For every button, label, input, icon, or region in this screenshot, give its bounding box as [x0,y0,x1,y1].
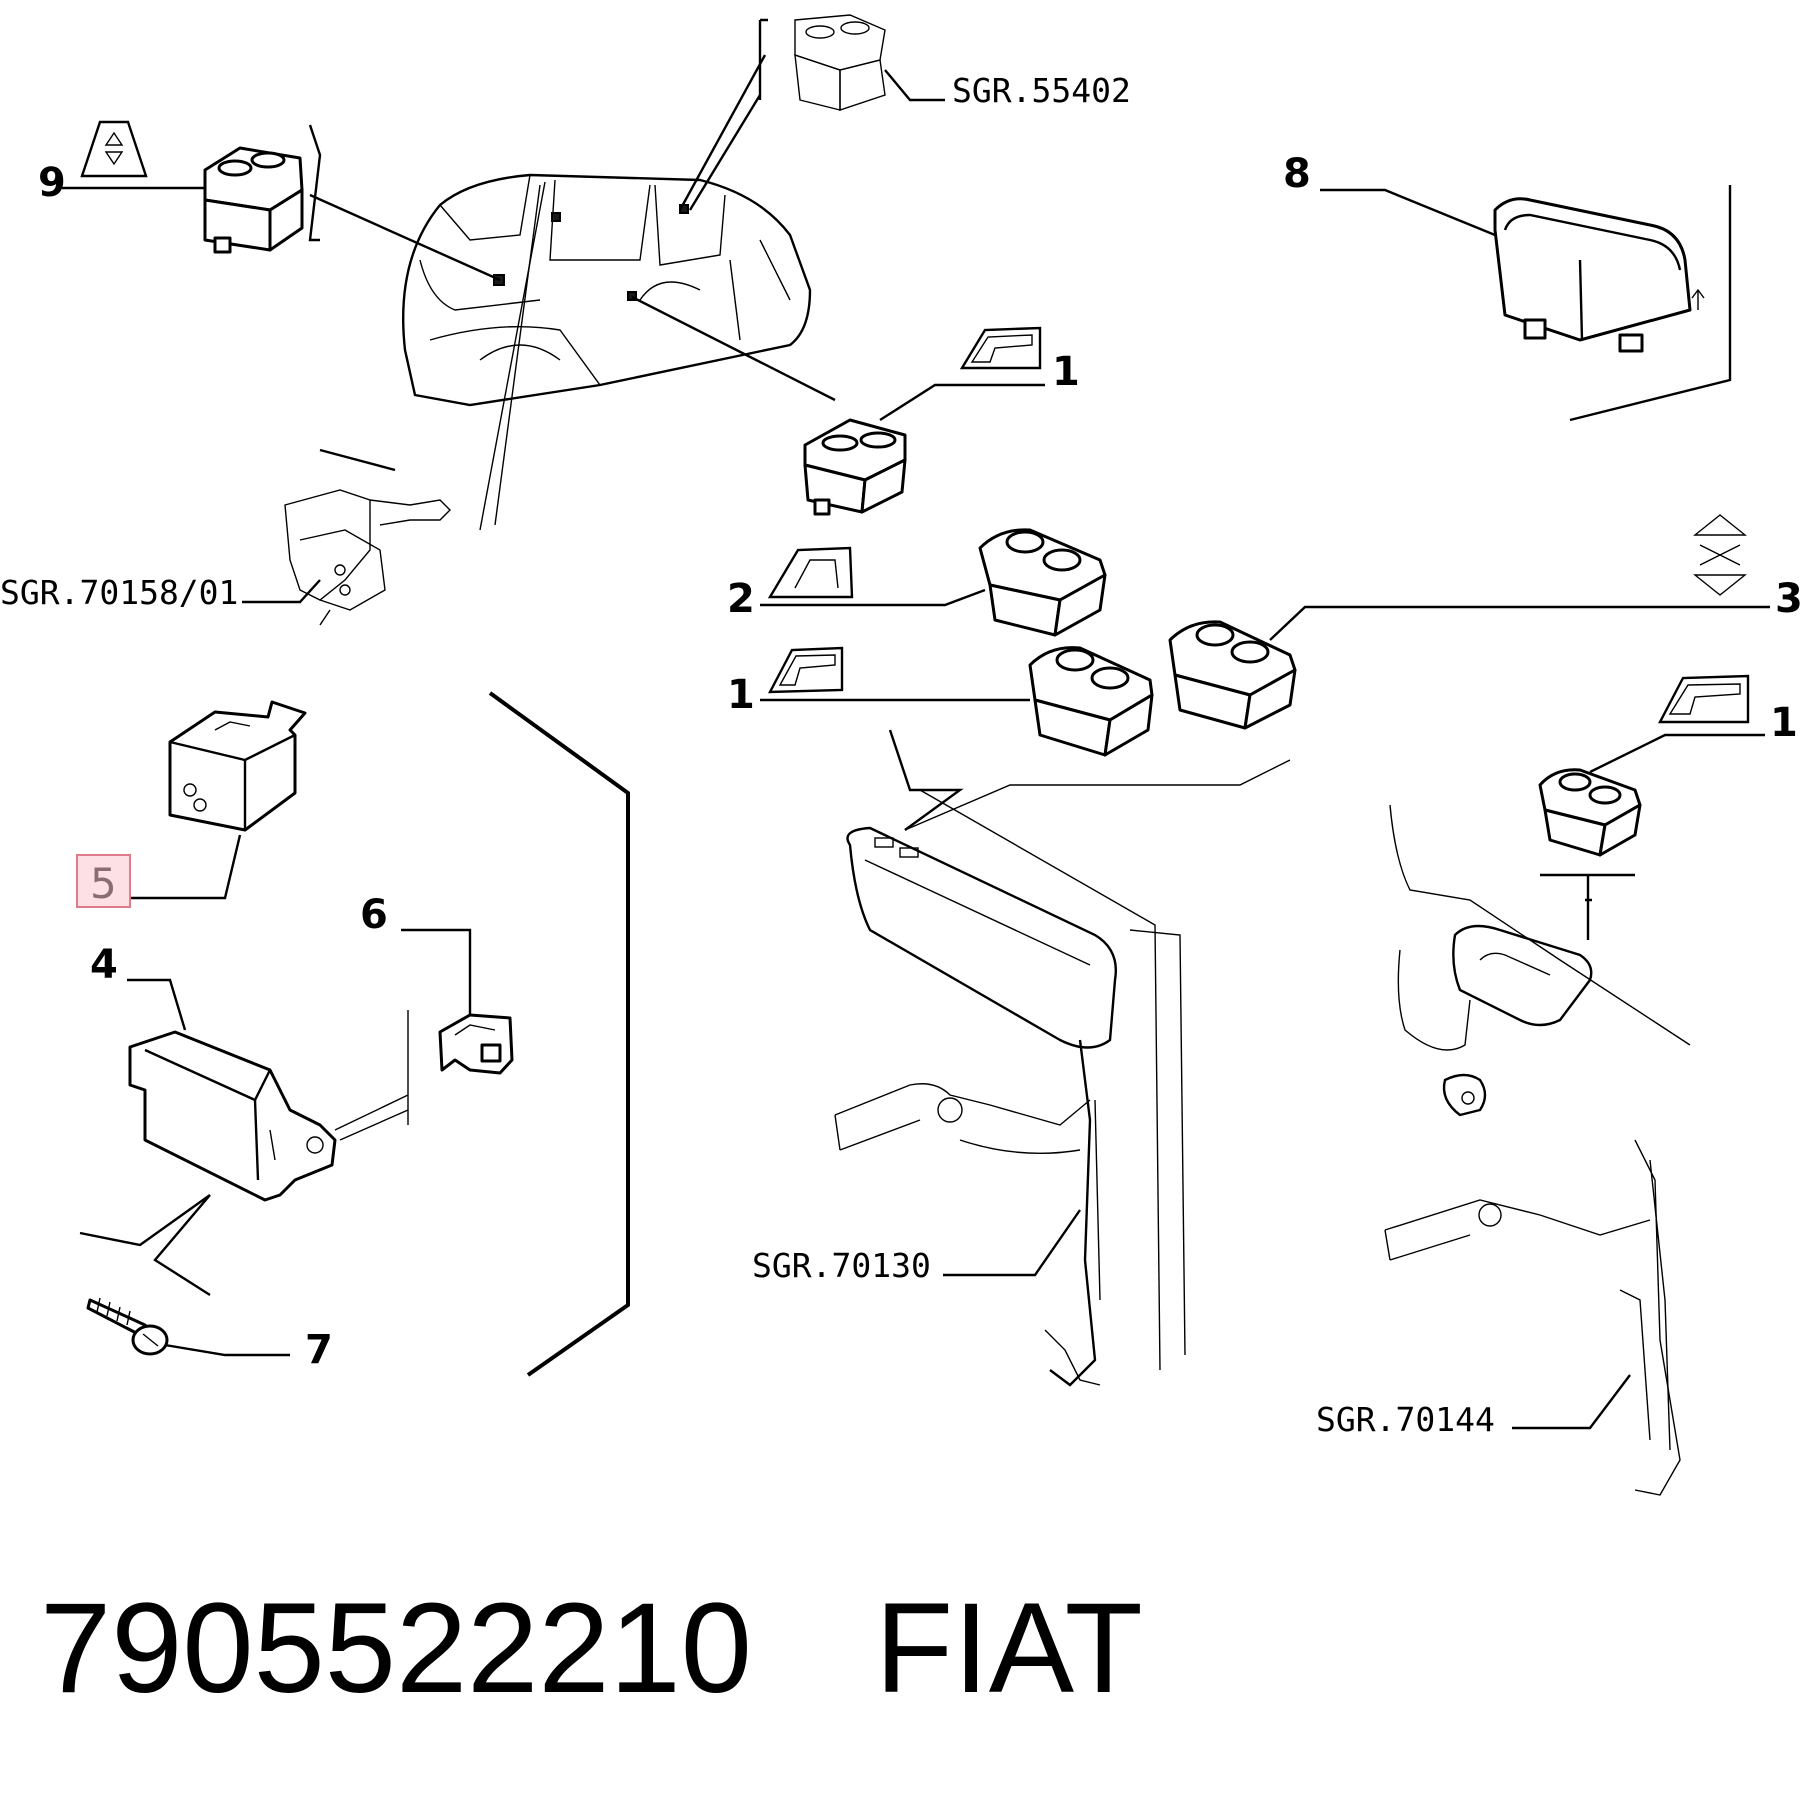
leader-6 [401,928,472,1015]
leader-8 [1320,188,1496,237]
callout-3: 3 [1775,576,1803,622]
leader-7 [164,1343,290,1357]
ref-sgr-70158-01: SGR.70158/01 [0,573,238,612]
bracket-line [308,124,322,242]
part-3-window-switch [1168,620,1297,730]
callout-1-middle: 1 [727,672,755,718]
door-panel-illustration [834,729,1291,1387]
part-1-window-switch-middle [1028,646,1154,757]
callout-8: 8 [1283,151,1311,197]
callout-4: 4 [90,942,118,988]
callout-1-top: 1 [1052,349,1080,395]
up-down-symbol-icon [80,120,148,178]
callout-9: 9 [38,160,66,206]
front-door-symbol-icon [959,326,1042,370]
leader-70144 [1512,1374,1631,1430]
leader-70130 [943,1209,1081,1277]
leader-1a [879,383,1045,422]
ref-lock-70158 [284,489,451,626]
part-1-window-switch-front [803,418,907,516]
leader-2 [760,588,986,607]
front-door-symbol-icon-2 [767,646,844,694]
callout-2: 2 [727,576,755,622]
leader-4 [127,978,187,1031]
part-2-window-switch [978,528,1107,637]
part-9-window-switch [203,146,304,254]
child-lock-symbol-icon [1693,514,1747,596]
part-6-connector [438,1013,514,1075]
brand-label: FIAT [875,1577,1143,1720]
rear-door-illustration [1384,804,1691,1496]
part-1-window-switch-rear [1538,768,1642,857]
ref-sgr-55402: SGR.55402 [952,71,1131,110]
leader-55402 [884,69,945,102]
callout-1-right: 1 [1770,700,1798,746]
callout-6: 6 [360,892,388,938]
leader-70158 [242,579,321,604]
bracket-top [758,18,768,100]
ref-sgr-70144: SGR.70144 [1316,1400,1495,1439]
front-door-symbol-icon-3 [1658,674,1750,724]
leader-5 [130,834,242,900]
bracket-8 [1569,185,1732,422]
callout-7: 7 [305,1327,333,1373]
leader-3 [1269,605,1770,641]
section-bracket [488,691,630,1377]
all-doors-symbol-icon [767,546,854,599]
ref-sgr-70130: SGR.70130 [752,1246,931,1285]
leader-1c [1589,733,1765,774]
part-number-label: 7905522210 [40,1577,752,1720]
vehicle-body-illustration [309,54,836,531]
part-5-relay [168,700,307,832]
ref-switch-55402 [794,14,886,111]
callout-5-highlight [76,854,131,908]
part-4-control-module [128,1010,409,1202]
part-7-screw [86,1297,169,1356]
module-leader-lines [79,1194,211,1297]
callout-5: 5 [90,859,117,908]
part-8-control-unit [1493,197,1705,353]
